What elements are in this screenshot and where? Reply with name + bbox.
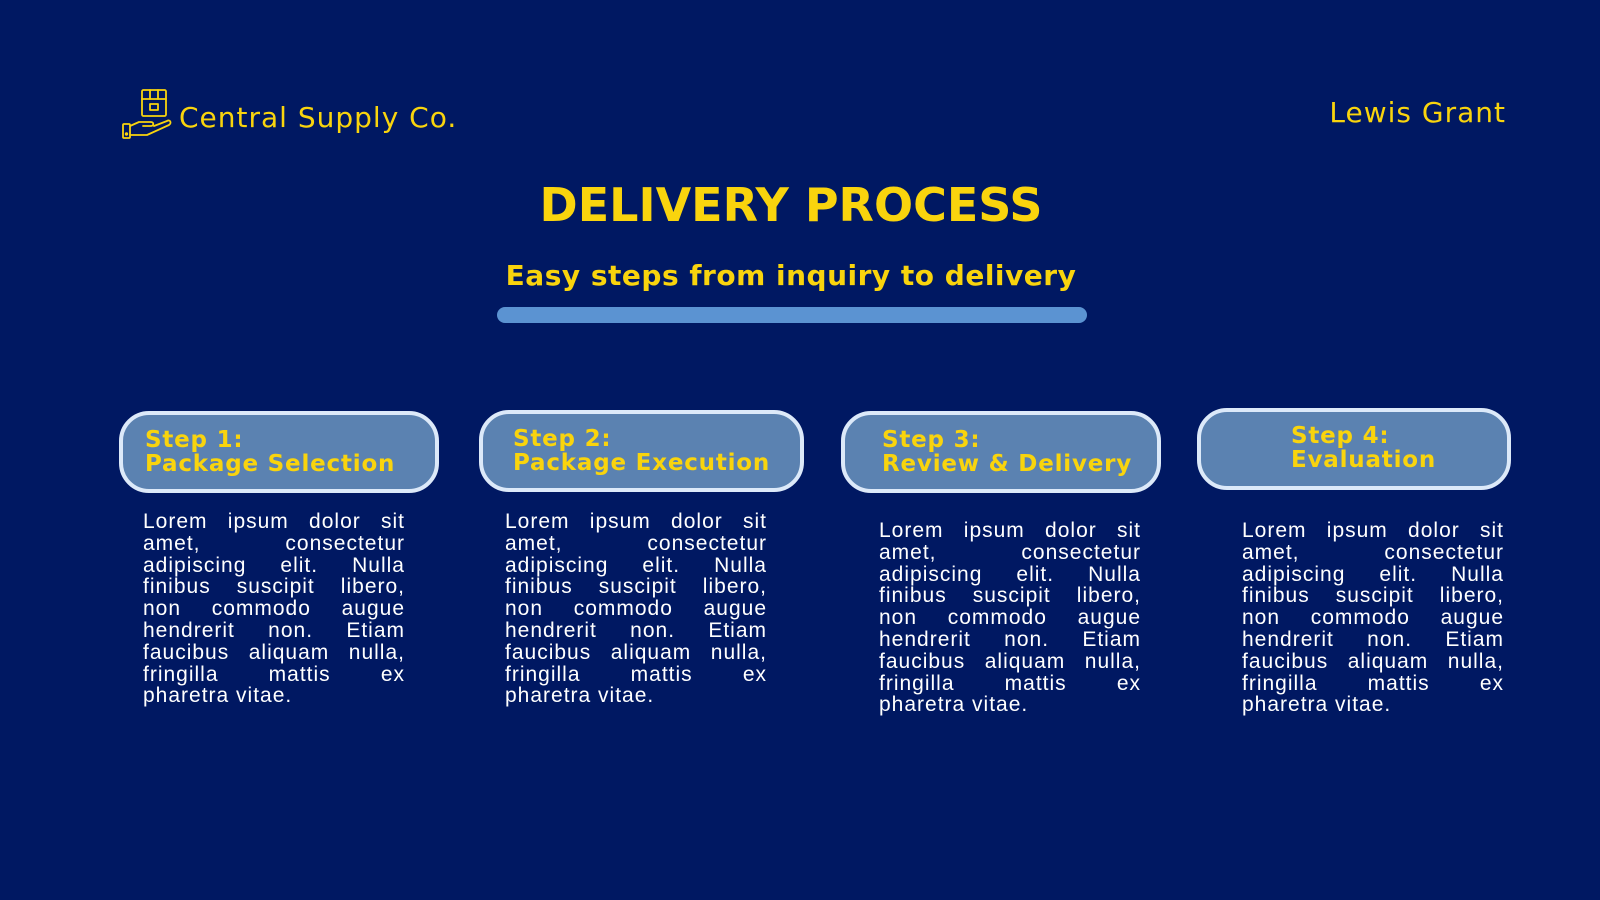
step-4-description: Lorem ipsum dolor sit amet, consectetur … (1242, 519, 1504, 717)
step-4-pill: Step 4: Evaluation (1197, 408, 1511, 490)
step-2-name: Package Execution (513, 450, 771, 476)
subtitle-underline (497, 307, 1087, 323)
step-2-number: Step 2: (513, 426, 612, 452)
hand-holding-package-icon (122, 89, 172, 139)
step-4-number: Step 4: (1291, 423, 1390, 449)
step-3-pill: Step 3: Review & Delivery (841, 411, 1161, 493)
slide-subtitle: Easy steps from inquiry to delivery (505, 259, 1077, 292)
company-name: Central Supply Co. (179, 100, 458, 134)
step-4-name: Evaluation (1291, 447, 1437, 473)
step-2-description: Lorem ipsum dolor sit amet, consectetur … (505, 510, 767, 708)
step-3-description: Lorem ipsum dolor sit amet, consectetur … (879, 519, 1141, 717)
step-3-number: Step 3: (882, 427, 981, 453)
step-3-name: Review & Delivery (882, 451, 1133, 477)
presenter-name: Lewis Grant (1329, 96, 1506, 129)
brand: Central Supply Co. (121, 88, 457, 142)
step-1-pill: Step 1: Package Selection (119, 411, 439, 493)
step-1-description: Lorem ipsum dolor sit amet, consectetur … (143, 510, 405, 708)
step-1-name: Package Selection (145, 451, 396, 477)
step-2-pill: Step 2: Package Execution (479, 410, 804, 492)
slide-title: DELIVERY PROCESS (539, 178, 1043, 232)
step-1-number: Step 1: (145, 427, 244, 453)
